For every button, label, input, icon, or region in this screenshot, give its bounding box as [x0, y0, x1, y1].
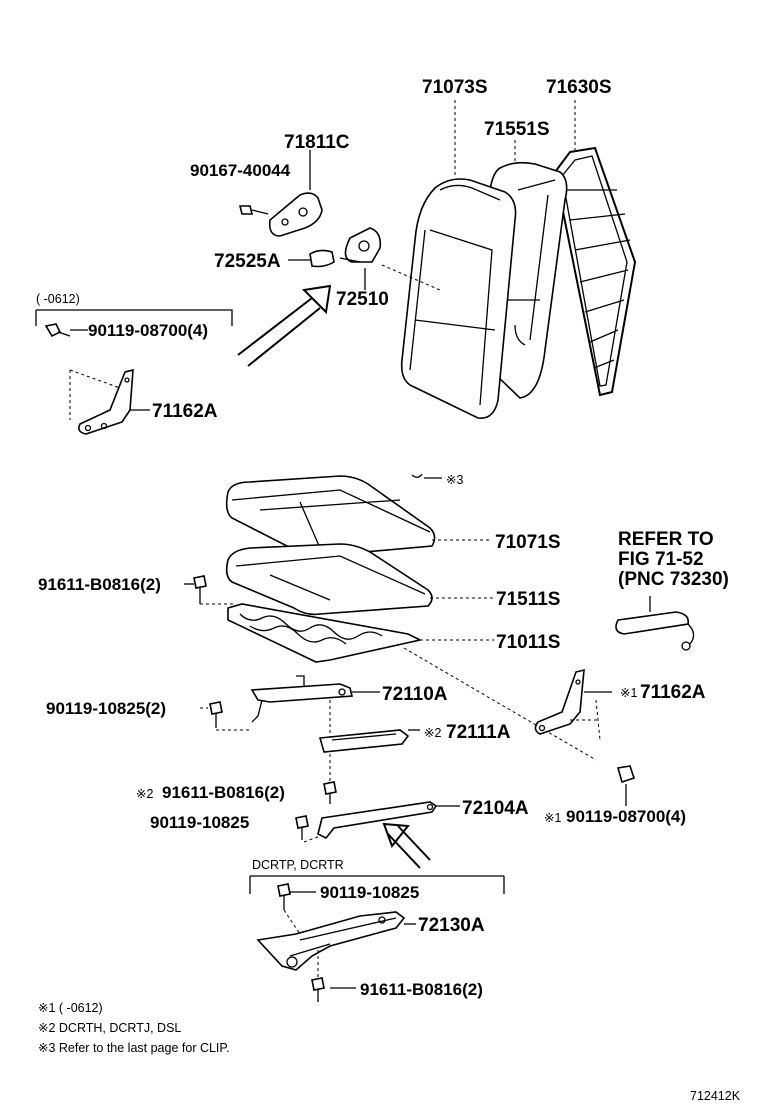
- label-72104A: 72104A: [462, 798, 529, 819]
- label-71811C: 71811C: [284, 132, 350, 153]
- screw-90167-40044: [238, 205, 269, 215]
- plate-72111A: [318, 729, 410, 753]
- group-date-range: ( -0612): [36, 292, 80, 306]
- mark-3: ※3: [446, 473, 463, 487]
- note-2: ※2 DCRTH, DCRTJ, DSL: [38, 1021, 181, 1035]
- note-3: ※3 Refer to the last page for CLIP.: [38, 1041, 230, 1055]
- label-91611-B0816-2: 91611-B0816(2): [38, 575, 161, 594]
- label-72525A: 72525A: [214, 251, 281, 272]
- mark-1-bolt: ※1: [544, 811, 561, 825]
- bolt-91611-B0816-top: [193, 575, 207, 604]
- clip-mark-3: [411, 473, 442, 479]
- label-72130A: 72130A: [418, 915, 485, 936]
- bolt-90119-10825-2: [209, 701, 223, 728]
- label-90119-10825: 90119-10825: [150, 813, 249, 832]
- label-91611-B0816-2c: 91611-B0816(2): [360, 980, 483, 999]
- label-72510: 72510: [336, 289, 389, 310]
- bolt-90119-08700: [44, 323, 71, 338]
- bolt-91611-B0816-mid: [323, 781, 337, 804]
- recliner-72510: [339, 227, 382, 263]
- cushion-frame-71011S: [227, 603, 423, 663]
- bolt-90119-10825-lower: [277, 883, 291, 910]
- bolt-90119-10825-mid: [295, 815, 309, 840]
- label-71162A-right: 71162A: [640, 682, 706, 703]
- seat-heater-harness: [615, 596, 695, 651]
- bolt-91611-B0816-lower: [311, 977, 325, 1002]
- bracket-71162A-right: [534, 668, 585, 735]
- label-72111A: 72111A: [446, 722, 511, 743]
- refer-line-2: FIG 71-52: [618, 549, 704, 570]
- seat-track-72110A: [250, 675, 354, 723]
- recliner-cover-71811C: [268, 192, 323, 237]
- direction-arrow-lower: [382, 822, 431, 869]
- cushion-cover-71071S: [225, 475, 436, 558]
- label-90167-40044: 90167-40044: [190, 161, 291, 180]
- label-71073S: 71073S: [422, 77, 488, 98]
- label-71011S: 71011S: [496, 632, 560, 653]
- label-90119-10825-2: 90119-10825(2): [46, 699, 166, 718]
- label-90119-08700-4: 90119-08700(4): [88, 321, 208, 340]
- figure-id: 712412K: [690, 1089, 741, 1103]
- label-90119-08700-4b: 90119-08700(4): [566, 807, 686, 826]
- bolt-90119-08700-right: [616, 765, 636, 784]
- adjuster-72130A: [256, 911, 406, 971]
- mark-1-bracket: ※1: [620, 686, 637, 700]
- mark-2-plate: ※2: [424, 726, 441, 740]
- note-1: ※1 ( -0612): [38, 1001, 103, 1015]
- seatback-cover-71073S: [400, 178, 517, 419]
- label-71162A: 71162A: [152, 401, 218, 422]
- group-models: DCRTP, DCRTR: [252, 858, 344, 872]
- label-71551S: 71551S: [484, 119, 550, 140]
- label-71511S: 71511S: [496, 589, 560, 610]
- refer-line-3: (PNC 73230): [618, 569, 729, 590]
- knob-72525A: [309, 249, 335, 268]
- cushion-pad-71511S: [225, 543, 433, 616]
- label-71630S: 71630S: [546, 77, 612, 98]
- label-90119-10825-lower: 90119-10825: [320, 883, 419, 902]
- bracket-71162A: [78, 368, 134, 435]
- track-72104A: [317, 801, 438, 840]
- mark-2-bolt: ※2: [136, 787, 153, 801]
- group-bracket-upper: [36, 309, 233, 326]
- label-71071S: 71071S: [495, 532, 561, 553]
- refer-line-1: REFER TO: [618, 529, 714, 550]
- label-91611-B0816-2b: 91611-B0816(2): [162, 783, 285, 802]
- label-72110A: 72110A: [382, 684, 448, 705]
- direction-arrow-upper: [237, 284, 332, 367]
- group-bracket-lower: [249, 875, 505, 894]
